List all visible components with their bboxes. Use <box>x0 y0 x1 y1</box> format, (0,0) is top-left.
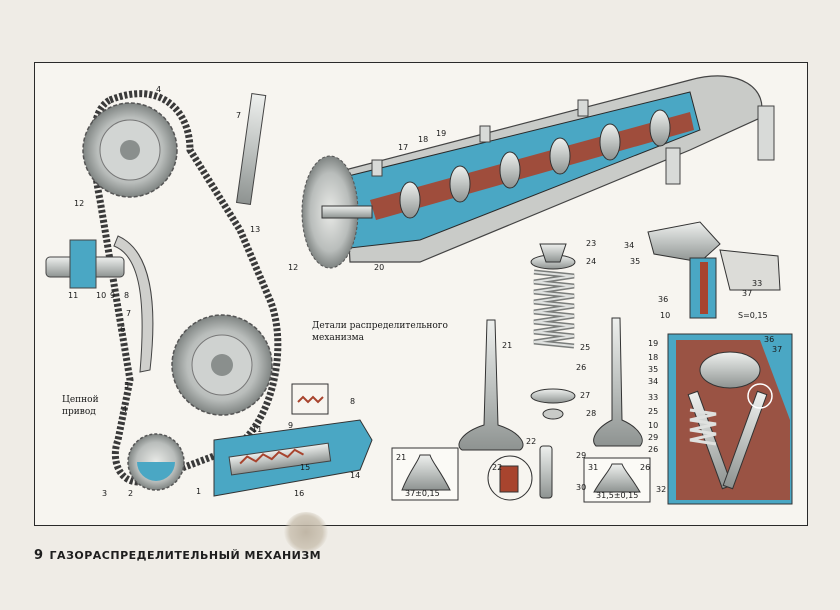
callout-valve-6: 28 <box>586 409 596 418</box>
callout-chain-13: 2 <box>128 489 133 498</box>
caption-chain-line-1: Цепной <box>62 395 99 405</box>
caption-parts-line-2: механизма <box>312 333 365 343</box>
callout-rocker-0: 34 <box>624 241 634 250</box>
chain-tensioner-small <box>45 239 125 289</box>
callout-rocker-15: 36 <box>764 335 774 344</box>
callout-rocker-6: 19 <box>648 339 658 348</box>
callout-rocker-2: 33 <box>752 279 762 288</box>
callout-camshaft-1: 18 <box>418 135 428 144</box>
callout-rocker-12: 10 <box>648 421 658 430</box>
callout-chain-4: 11 <box>68 291 78 300</box>
callout-chain-17: 8 <box>350 397 355 406</box>
callout-valve-10: 21 <box>396 453 406 462</box>
dimension-inlet-valve: 37±0,15 <box>405 489 440 498</box>
callout-chain-7: 8 <box>124 291 129 300</box>
callout-chain-18: 15 <box>300 463 310 472</box>
inlet-valve <box>458 319 524 451</box>
exhaust-valve <box>593 317 643 447</box>
hydraulic-tensioner <box>213 383 373 497</box>
callout-rocker-3: 37 <box>742 289 752 298</box>
rocker-bracket <box>719 249 781 291</box>
callout-chain-3: 13 <box>250 225 260 234</box>
callout-rocker-5: 10 <box>660 311 670 320</box>
callout-rocker-1: 35 <box>630 257 640 266</box>
valve-seal <box>542 408 564 420</box>
callout-valve-9: 30 <box>576 483 586 492</box>
page-number: 9 <box>34 548 44 563</box>
callout-chain-14: 1 <box>196 487 201 496</box>
callout-rocker-11: 25 <box>648 407 658 416</box>
chain-drive <box>45 90 373 497</box>
chain-damper <box>113 235 154 373</box>
callout-camshaft-4: 20 <box>374 263 384 272</box>
callout-chain-0: 4 <box>156 85 161 94</box>
callout-rocker-9: 34 <box>648 377 658 386</box>
callout-chain-16: 9 <box>288 421 293 430</box>
callout-chain-6: 9 <box>110 291 115 300</box>
caption-chain-line-2: привод <box>62 407 96 417</box>
camshaft-housing <box>301 75 775 269</box>
callout-chain-20: 16 <box>294 489 304 498</box>
intermediate-sprocket <box>171 314 273 416</box>
callout-valve-13: 26 <box>640 463 650 472</box>
callout-rocker-8: 35 <box>648 365 658 374</box>
callout-valve-3: 25 <box>580 343 590 352</box>
dimension-exhaust-valve: 31,5±0,15 <box>596 491 638 500</box>
callout-rocker-10: 33 <box>648 393 658 402</box>
paper-stain <box>284 512 328 552</box>
camshaft-sprocket-side <box>301 155 373 269</box>
camshaft-sprocket <box>82 102 178 198</box>
callout-chain-8: 7 <box>126 309 131 318</box>
callout-valve-14: 32 <box>656 485 666 494</box>
section-title: ГАЗОРАСПРЕДЕЛИТЕЛЬНЫЙ МЕХАНИЗМ <box>49 549 322 562</box>
callout-camshaft-3: 12 <box>288 263 298 272</box>
valve-parts <box>391 243 651 503</box>
chain-guide-shoe <box>235 93 267 206</box>
callout-rocker-13: 29 <box>648 433 658 442</box>
callout-chain-2: 7 <box>236 111 241 120</box>
valve-guide <box>539 445 553 499</box>
rocker-assembly <box>647 221 793 505</box>
spring-washer <box>530 388 576 404</box>
dimension-clearance: S=0,15 <box>738 311 768 320</box>
callout-chain-12: 3 <box>102 489 107 498</box>
valve-keepers <box>539 243 567 263</box>
callout-valve-12: 31 <box>588 463 598 472</box>
adjusting-bolt <box>689 257 717 319</box>
callout-rocker-4: 36 <box>658 295 668 304</box>
callout-chain-11: 4 <box>122 405 127 414</box>
page-footer: 9 ГАЗОРАСПРЕДЕЛИТЕЛЬНЫЙ МЕХАНИЗМ <box>34 548 321 563</box>
callout-rocker-16: 37 <box>772 345 782 354</box>
callout-rocker-7: 18 <box>648 353 658 362</box>
callout-rocker-14: 26 <box>648 445 658 454</box>
valve-springs <box>533 269 575 349</box>
callout-chain-10: 5 <box>124 381 129 390</box>
callout-valve-7: 22 <box>526 437 536 446</box>
callout-camshaft-0: 17 <box>398 143 408 152</box>
housing-studs <box>371 99 775 185</box>
cam-lobes <box>399 109 671 219</box>
callout-valve-8: 29 <box>576 451 586 460</box>
callout-chain-5: 10 <box>96 291 106 300</box>
callout-valve-4: 26 <box>576 363 586 372</box>
rocker-arm <box>647 221 721 263</box>
callout-camshaft-2: 19 <box>436 129 446 138</box>
callout-chain-19: 14 <box>350 471 360 480</box>
callout-valve-5: 27 <box>580 391 590 400</box>
caption-parts-line-1: Детали распределительного <box>312 321 448 331</box>
callout-chain-15: 11 <box>252 425 262 434</box>
callout-valve-0: 23 <box>586 239 596 248</box>
callout-chain-9: 6 <box>120 325 125 334</box>
callout-valve-1: 24 <box>586 257 596 266</box>
callout-chain-1: 12 <box>74 199 84 208</box>
callout-valve-11: 22 <box>492 463 502 472</box>
head-cutaway <box>667 333 793 505</box>
callout-valve-2: 21 <box>502 341 512 350</box>
crankshaft-sprocket <box>127 433 185 491</box>
